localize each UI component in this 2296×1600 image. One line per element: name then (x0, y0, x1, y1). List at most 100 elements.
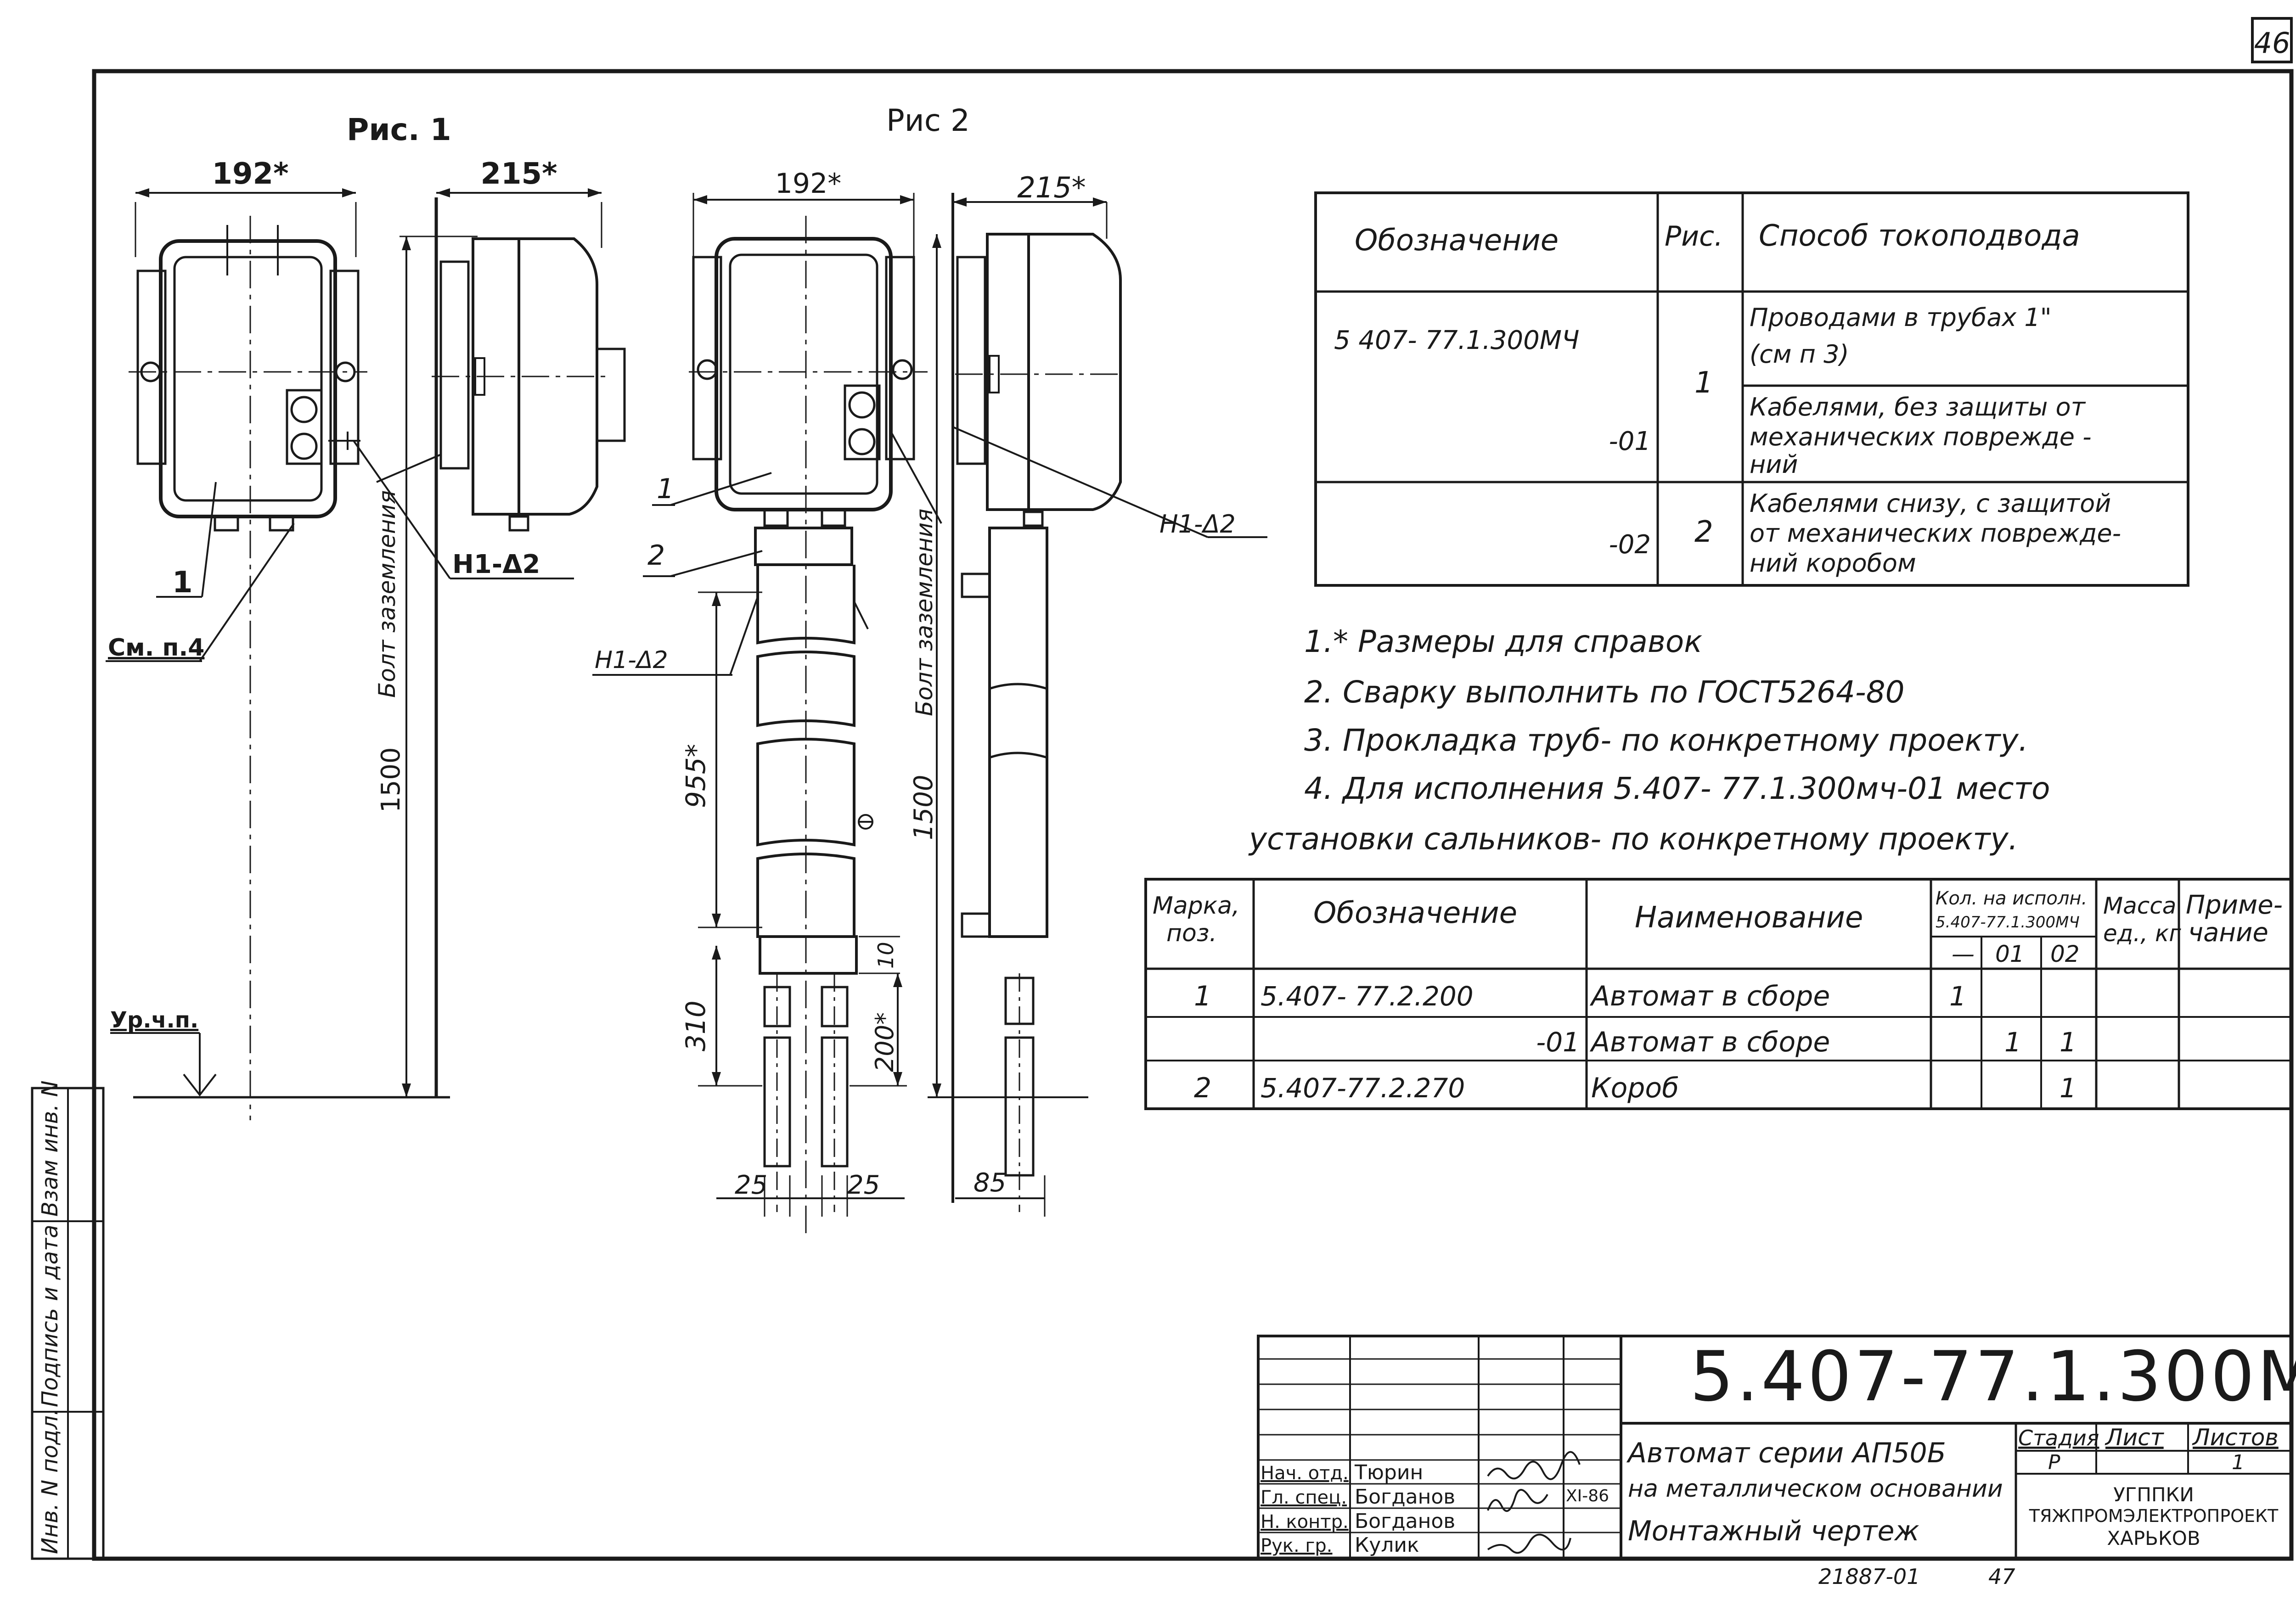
dim-width-85: 85 (974, 1168, 1006, 1198)
fig2-side-view: 215* Н1-Δ2 (951, 171, 1267, 1212)
table1-row2-method-3: ний (1750, 450, 1798, 479)
signer-name-2: Богданов (1355, 1485, 1455, 1509)
callout-h1d2-a: Н1-Δ2 (452, 550, 540, 579)
dim-fig1-width: 192* (212, 157, 288, 191)
method-table: Обозначение Рис. Способ токоподвода 5 40… (1314, 191, 2189, 587)
table2-header-qty-2: 5.407-77.1.300МЧ (1936, 913, 2080, 932)
table2-row1-q0: 1 (1949, 981, 1966, 1012)
signer-role-4: Рук. гр. (1261, 1535, 1333, 1556)
note-5: установки сальников- по конкретному прое… (1248, 821, 2018, 857)
drawing-code: 5.407-77.1.300МЧ (1690, 1337, 2296, 1417)
stamp-sign-date: Подпись и дата (37, 1224, 63, 1407)
side-stamp: Инв. N подл. Подпись и дата Взам инв. N (31, 1080, 105, 1560)
table1-row2-designation: -01 (1609, 427, 1651, 456)
fig1-side-view: 215* (376, 157, 626, 1097)
table2-header-name: Наименование (1635, 901, 1863, 935)
dim-length-310: 310 (680, 1000, 711, 1051)
signer-name-4: Кулик (1355, 1533, 1419, 1557)
table2-header-qty-01: 01 (1995, 941, 2025, 967)
dim-width-25-right: 25 (847, 1170, 880, 1200)
table2-header-note-1: Приме- (2186, 890, 2283, 920)
signer-role-3: Н. контр. (1261, 1511, 1349, 1533)
table2-header-qty-02: 02 (2050, 941, 2080, 967)
dim-fig2-width: 192* (775, 168, 842, 200)
sheet-label: Лист (2105, 1424, 2165, 1451)
table1-row3-method-1: Кабелями снизу, с защитой (1750, 489, 2111, 518)
table1-header-method: Способ токоподвода (1759, 219, 2080, 253)
table2-row3-designation: 5.407-77.2.270 (1261, 1072, 1465, 1104)
signer-name-3: Богданов (1355, 1510, 1455, 1533)
table2-row3-pos: 2 (1194, 1072, 1211, 1104)
table2-header-qty-1: Кол. на исполн. (1936, 888, 2087, 909)
dim-length-10: 10 (873, 942, 898, 969)
table2-row3-q2: 1 (2060, 1072, 2077, 1104)
signer-role-2: Гл. спец. (1261, 1487, 1347, 1508)
org-line-2: ТЯЖПРОМЭЛЕКТРОПРОЕКТ (2029, 1506, 2279, 1526)
title-line-3: Монтажный чертеж (1628, 1515, 1919, 1547)
callout-ground-bolt-b: Болт заземления (911, 509, 938, 716)
table2-header-mark-2: поз. (1166, 920, 1217, 947)
bottom-sheet-number: 47 (1988, 1564, 2015, 1589)
table1-row1-method-2: (см п 3) (1750, 340, 1849, 369)
stamp-replace-inv: Взам инв. N (37, 1080, 63, 1217)
table1-row2-method-1: Кабелями, без защиты от (1750, 393, 2086, 421)
callout-pos1-fig1: 1 (172, 566, 193, 600)
dim-length-955: 955* (680, 744, 711, 808)
dim-fig1-side: 215* (480, 157, 557, 191)
callout-h1d2-b: Н1-Δ2 (595, 646, 668, 674)
figure-2: 192* (592, 168, 1267, 1240)
table2-row2-q2: 1 (2060, 1027, 2077, 1058)
callout-ground-bolt-a: Болт заземления (374, 490, 400, 698)
table2-header-mass-1: Масса (2103, 893, 2176, 919)
sheets-label: Листов (2192, 1424, 2279, 1451)
callout-see-p4: См. п.4 (108, 634, 204, 662)
bottom-doc-number: 21887-01 (1818, 1564, 1920, 1589)
stamp-inv-no: Инв. N подл. (37, 1409, 63, 1554)
table2-row1-designation: 5.407- 77.2.200 (1261, 981, 1474, 1012)
page-number: 46 (2254, 26, 2290, 60)
fig1-front-view: 192* (129, 157, 367, 1120)
table2-header-designation: Обозначение (1313, 896, 1517, 930)
parts-table: Марка, поз. Обозначение Наименование Кол… (1144, 878, 2293, 1110)
sign-date: XI-86 (1566, 1487, 1609, 1505)
fig2-front-view: 192* (689, 168, 928, 1240)
fig1-title: Рис. 1 (347, 112, 451, 147)
dim-height-1500-b: 1500 (909, 775, 939, 840)
table2-row2-q1: 1 (2004, 1027, 2021, 1058)
org-line-3: ХАРЬКОВ (2107, 1527, 2200, 1549)
org-line-1: УГППКИ (2113, 1483, 2194, 1506)
title-line-1: Автомат серии АП50Б (1626, 1437, 1946, 1469)
dim-height-1500: 1500 (376, 747, 406, 813)
title-block: 5.407-77.1.300МЧ Автомат серии АП50Б на … (1257, 1335, 2296, 1589)
table2-header-note-2: чание (2188, 918, 2268, 948)
table2-row2-name: Автомат в сборе (1589, 1026, 1830, 1058)
note-4: 4. Для исполнения 5.407- 77.1.300мч-01 м… (1304, 771, 2050, 806)
note-3: 3. Прокладка труб- по конкретному проект… (1304, 723, 2028, 758)
notes: 1.* Размеры для справок 2. Сварку выполн… (1248, 624, 2050, 857)
stage-label: Стадия (2018, 1426, 2099, 1450)
table1-header-designation: Обозначение (1355, 224, 1559, 258)
table2-header-mark-1: Марка, (1153, 892, 1240, 920)
dim-width-25-left: 25 (735, 1170, 767, 1200)
table2-row3-name: Короб (1591, 1072, 1679, 1104)
callout-floor-level: Ур.ч.п. (110, 1007, 198, 1033)
table2-header-mass-2: ед., кг (2103, 920, 2181, 947)
fig2-title: Рис 2 (886, 103, 970, 138)
figure-1: 192* 1 См. п.4 Н1-Δ2 (106, 157, 626, 1120)
dim-fig2-side: 215* (1017, 171, 1086, 204)
table1-row1-fig: 1 (1694, 366, 1713, 400)
sheets-value: 1 (2232, 1451, 2245, 1474)
callout-h1d2-c: Н1-Δ2 (1159, 510, 1236, 539)
table1-row3-method-3: ний коробом (1750, 549, 1916, 578)
stage-value: Р (2048, 1451, 2060, 1474)
signatures (1487, 1451, 1581, 1554)
table2-row2-designation: -01 (1536, 1027, 1580, 1058)
signer-name-1: Тюрин (1354, 1461, 1423, 1484)
callout-pos1-fig2: 1 (657, 473, 674, 505)
table1-row1-designation: 5 407- 77.1.300МЧ (1334, 326, 1579, 355)
table1-row3-fig: 2 (1694, 515, 1713, 549)
sheet-frame: 46 (92, 17, 2294, 1561)
table1-row3-designation: -02 (1609, 530, 1651, 560)
table1-row2-method-2: механических поврежде - (1750, 422, 2092, 451)
